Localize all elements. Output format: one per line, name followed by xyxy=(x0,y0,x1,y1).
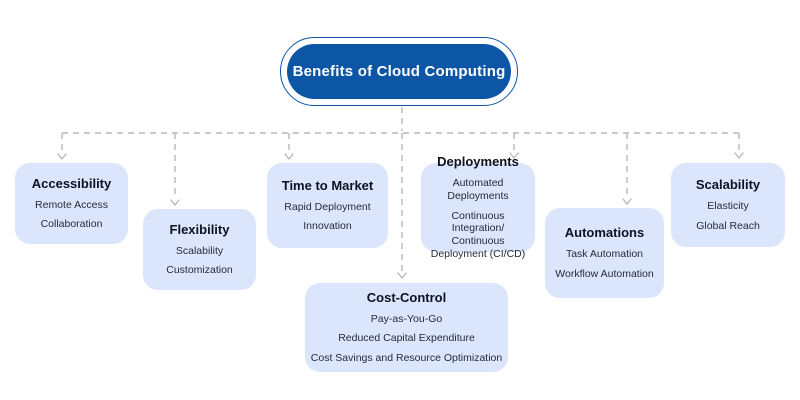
node-automations: Automations Task Automation Workflow Aut… xyxy=(545,208,664,298)
connector-time-to-market xyxy=(284,133,294,160)
connector-automations xyxy=(622,133,632,205)
node-item: Cost Savings and Resource Optimization xyxy=(310,352,503,365)
connector-cost-control xyxy=(397,133,407,279)
node-item: Automated Deployments xyxy=(447,176,509,202)
node-title: Flexibility xyxy=(169,221,230,237)
node-title: Automations xyxy=(564,225,645,241)
root-node: Benefits of Cloud Computing xyxy=(280,37,518,106)
connector-root-stem xyxy=(62,107,739,134)
node-time-to-market: Time to Market Rapid Deployment Innovati… xyxy=(267,163,388,248)
node-deployments: Deployments Automated Deployments Contin… xyxy=(421,154,535,260)
connector-deployments xyxy=(509,133,519,159)
node-item: Reduced Capital Expenditure xyxy=(338,332,475,345)
node-item: Scalability xyxy=(175,244,224,257)
node-scalability: Scalability Elasticity Global Reach xyxy=(671,163,785,247)
node-item: Innovation xyxy=(303,220,352,233)
node-title: Accessibility xyxy=(31,175,112,191)
node-item: Continuous Integration/ Continuous Deplo… xyxy=(430,209,526,260)
connector-flexibility xyxy=(170,133,180,206)
node-item: Elasticity xyxy=(707,200,749,212)
node-title: Time to Market xyxy=(281,177,374,193)
connector-scalability xyxy=(734,133,744,159)
node-item: Global Reach xyxy=(696,219,760,232)
node-item: Workflow Automation xyxy=(555,267,654,280)
node-title: Cost-Control xyxy=(366,290,447,305)
node-item: Remote Access xyxy=(35,198,108,211)
node-item: Task Automation xyxy=(565,248,644,260)
node-accessibility: Accessibility Remote Access Collaboratio… xyxy=(15,163,128,244)
node-title: Scalability xyxy=(695,177,761,193)
connector-accessibility xyxy=(57,133,67,160)
node-item: Collaboration xyxy=(40,218,103,231)
node-item: Rapid Deployment xyxy=(284,200,371,213)
root-label: Benefits of Cloud Computing xyxy=(292,63,506,80)
node-flexibility: Flexibility Scalability Customization xyxy=(143,209,256,290)
node-cost-control: Cost-Control Pay-as-You-Go Reduced Capit… xyxy=(305,283,508,372)
node-title: Deployments xyxy=(437,154,519,170)
root-pill: Benefits of Cloud Computing xyxy=(287,44,511,99)
node-item: Pay-as-You-Go xyxy=(370,312,443,325)
node-item: Customization xyxy=(166,264,233,277)
